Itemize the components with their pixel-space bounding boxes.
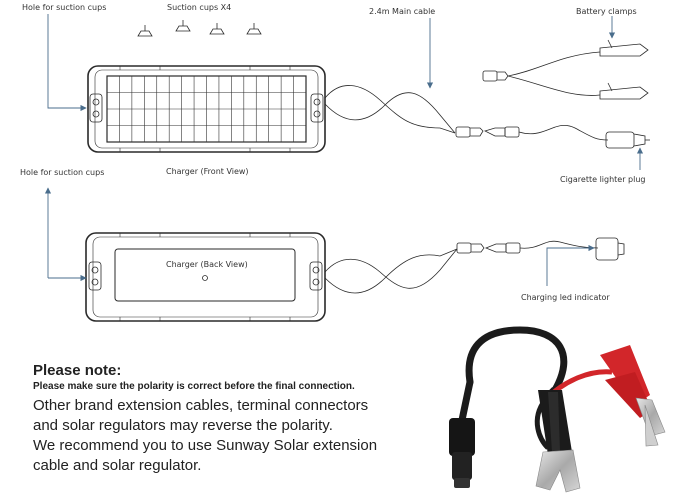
label-hole-suction-bottom: Hole for suction cups: [20, 168, 105, 177]
cigarette-plug: [605, 131, 650, 149]
back-right-hole: [309, 261, 323, 291]
label-led-indicator: Charging led indicator: [521, 293, 610, 302]
label-cigarette-plug: Cigarette lighter plug: [560, 175, 646, 184]
note-warning: Please make sure the polarity is correct…: [33, 381, 355, 392]
led-indicator-drawing: [595, 237, 625, 261]
arrow-led: [546, 244, 595, 286]
cable-photo: [449, 326, 666, 493]
label-main-cable: 2.4m Main cable: [369, 7, 436, 16]
note-line-2: and solar regulators may reverse the pol…: [33, 417, 333, 434]
suction-cup-4: [246, 23, 262, 35]
label-hole-suction-top: Hole for suction cups: [22, 3, 107, 12]
main-cable-front: [324, 85, 650, 149]
main-cable-back: [324, 237, 625, 294]
solar-cell-grid: [107, 76, 306, 142]
label-battery-clamps: Battery clamps: [576, 7, 637, 16]
label-back-view: Charger (Back View): [166, 260, 248, 269]
label-suction-cups: Suction cups X4: [167, 3, 232, 12]
charger-back-view: [85, 232, 326, 322]
note-title: Please note:: [33, 362, 122, 379]
suction-cup-1: [137, 25, 153, 37]
callout-arrows: [44, 14, 644, 286]
sae-connector: [449, 418, 475, 488]
suction-cup-3: [209, 23, 225, 35]
front-left-hole: [89, 93, 103, 123]
arrow-hole-top: [47, 14, 87, 112]
note-line-4: cable and solar regulator.: [33, 457, 202, 474]
black-clamp: [535, 390, 581, 493]
battery-clamps-drawing: [482, 39, 649, 100]
note-line-1: Other brand extension cables, terminal c…: [33, 397, 369, 414]
suction-cups: [137, 20, 262, 37]
red-clamp: [600, 345, 666, 447]
back-left-hole: [88, 261, 102, 291]
label-front-view: Charger (Front View): [166, 167, 249, 176]
charger-front-view: [87, 65, 326, 153]
front-right-hole: [310, 93, 324, 123]
note-line-3: We recommend you to use Sunway Solar ext…: [33, 437, 378, 454]
suction-cup-2: [175, 20, 191, 32]
